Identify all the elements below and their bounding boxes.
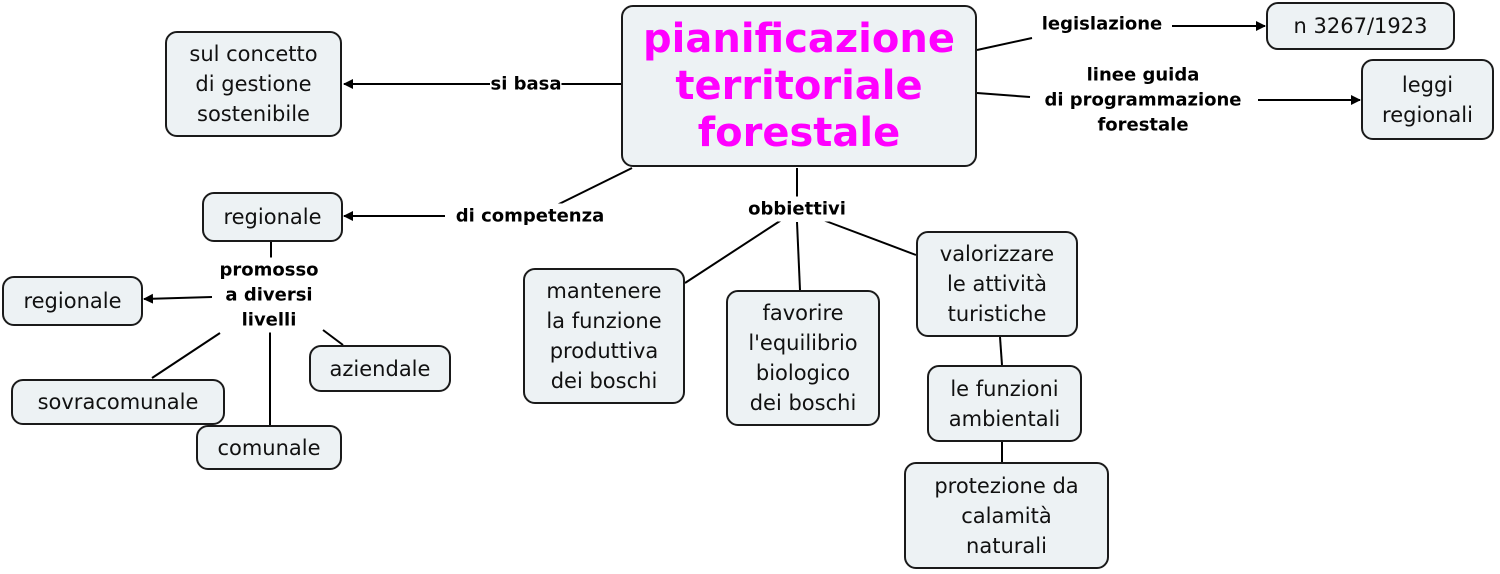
node-legge-3267[interactable]: n 3267/1923: [1266, 2, 1455, 50]
node-favorire-equilibrio-biologico[interactable]: favorire l'equilibrio biologico dei bosc…: [726, 290, 880, 426]
link-label-di-competenza: di competenza: [455, 203, 605, 229]
link-line: [976, 37, 1033, 51]
link-line: [976, 92, 1031, 98]
link-label-obbiettivi: obbiettivi: [748, 196, 846, 222]
node-gestione-sostenibile[interactable]: sul concetto di gestione sostenibile: [165, 31, 342, 137]
node-regionale-competenza[interactable]: regionale: [202, 192, 343, 242]
node-leggi-regionali[interactable]: leggi regionali: [1361, 59, 1494, 140]
node-sovracomunale[interactable]: sovracomunale: [11, 379, 225, 425]
link-line: [322, 329, 344, 346]
link-line: [796, 221, 801, 291]
link-line: [556, 167, 633, 206]
link-label-legislazione: legislazione: [1041, 11, 1163, 37]
link-line: [999, 336, 1003, 366]
node-valorizzare-attivita-turistiche[interactable]: valorizzare le attività turistiche: [916, 231, 1078, 337]
link-line: [151, 332, 221, 379]
node-mantenere-funzione-produttiva[interactable]: mantenere la funzione produttiva dei bos…: [523, 268, 685, 404]
link-label-si-basa: si basa: [490, 71, 562, 97]
link-label-linee-guida: linee guida di programmazione forestale: [1044, 62, 1242, 138]
link-line: [822, 219, 917, 256]
central-concept-node[interactable]: pianificazione territoriale forestale: [621, 5, 977, 167]
node-aziendale[interactable]: aziendale: [309, 345, 451, 392]
link-label-promosso: promosso a diversi livelli: [219, 257, 319, 333]
node-regionale-livello[interactable]: regionale: [2, 276, 143, 326]
link-line: [684, 218, 784, 284]
link-arrow: [143, 293, 213, 304]
node-protezione-calamita[interactable]: protezione da calamità naturali: [904, 462, 1109, 569]
node-comunale[interactable]: comunale: [196, 425, 342, 470]
node-funzioni-ambientali[interactable]: le funzioni ambientali: [927, 365, 1082, 442]
